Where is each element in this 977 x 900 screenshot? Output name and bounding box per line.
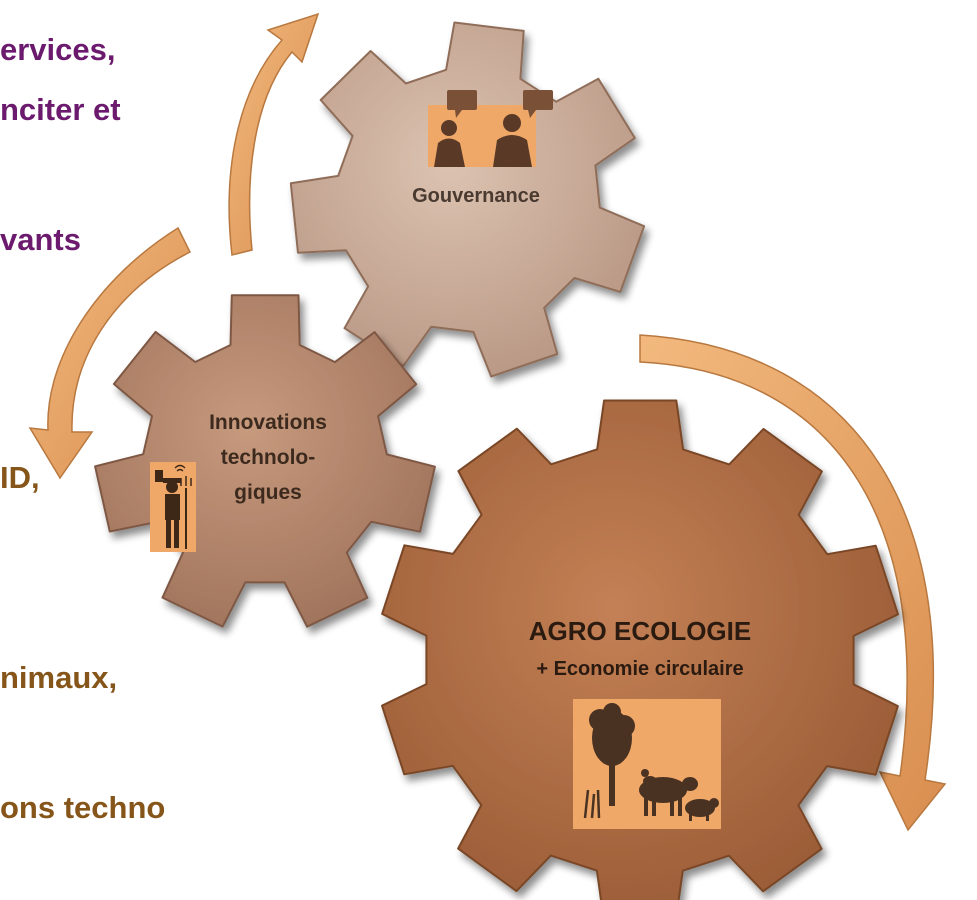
agro-ecologie-gear bbox=[381, 399, 899, 900]
agro-ecologie-title: AGRO ECOLOGIE bbox=[529, 616, 751, 646]
gouvernance-label: Gouvernance bbox=[412, 185, 540, 207]
side-text-line-4: ID, bbox=[0, 460, 40, 495]
side-text-line-1: ervices, bbox=[0, 32, 116, 67]
arrow-to-agro-ecologie bbox=[639, 334, 947, 832]
tree-cow-pig-chicken-icon bbox=[573, 699, 721, 829]
farmer-smartphone-icon bbox=[150, 462, 196, 552]
side-text-line-3: vants bbox=[0, 222, 81, 257]
innovations-label-line-3: giques bbox=[234, 481, 302, 504]
side-text-line-5: nimaux, bbox=[0, 660, 118, 695]
side-text-line-6: ons techno bbox=[0, 790, 166, 825]
innovations-label-line-2: technolo- bbox=[221, 446, 316, 469]
agro-ecologie-subtitle: + Economie circulaire bbox=[536, 658, 743, 680]
gouvernance-gear bbox=[289, 21, 646, 378]
arrow-to-innovations bbox=[28, 226, 192, 480]
innovations-label-line-1: Innovations bbox=[209, 411, 327, 434]
side-text-line-2: nciter et bbox=[0, 92, 121, 127]
arrow-to-gouvernance bbox=[228, 12, 320, 256]
two-people-speech-icon bbox=[428, 90, 553, 167]
